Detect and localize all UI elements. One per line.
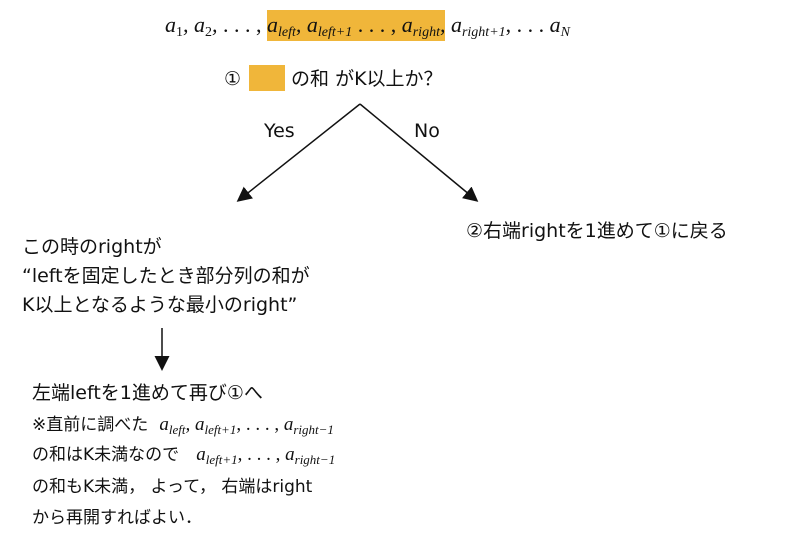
question-node: ① の和 がK以上か？ <box>224 64 443 91</box>
note-line-4: から再開すればよい． <box>32 508 202 528</box>
note1-formula: aleft, aleft+1, . . . , aright−1 <box>159 414 334 437</box>
no-result-text: ②右端rightを1進めて①に戻る <box>466 220 728 242</box>
yes-arrow <box>236 103 361 202</box>
note2-text: の和はK未満なので <box>32 445 180 465</box>
sequence-suffix: aright+1, . . . aN <box>450 12 570 40</box>
sequence-prefix: a1, a2, . . . , <box>165 12 262 40</box>
question-number: ① <box>224 68 242 90</box>
note-line-1: ※直前に調べた aleft, aleft+1, . . . , aright−1 <box>32 410 334 436</box>
note1-text: ※直前に調べた <box>32 415 149 435</box>
sequence-formula: a1, a2, . . . , aleft, aleft+1 . . . , a… <box>165 10 570 41</box>
yes-result-line2: “leftを固定したとき部分列の和が <box>22 265 310 287</box>
next-step-title: 左端leftを1進めて再び①へ <box>32 382 263 404</box>
note2-formula: aleft+1, . . . , aright−1 <box>196 444 336 467</box>
no-label: No <box>414 120 440 142</box>
question-text: の和 がK以上か？ <box>291 68 443 90</box>
no-arrow <box>359 103 479 202</box>
note-line-2: の和はK未満なので aleft+1, . . . , aright−1 <box>32 440 335 466</box>
yes-result-line3: K以上となるような最小のright” <box>22 294 298 316</box>
yes-result-line1: この時のrightが <box>22 236 162 258</box>
sequence-highlight: aleft, aleft+1 . . . , aright, <box>267 10 446 41</box>
note-line-3: の和もK未満， よって， 右端はright <box>32 477 313 497</box>
yes-label: Yes <box>264 120 295 142</box>
highlight-swatch <box>249 65 286 91</box>
